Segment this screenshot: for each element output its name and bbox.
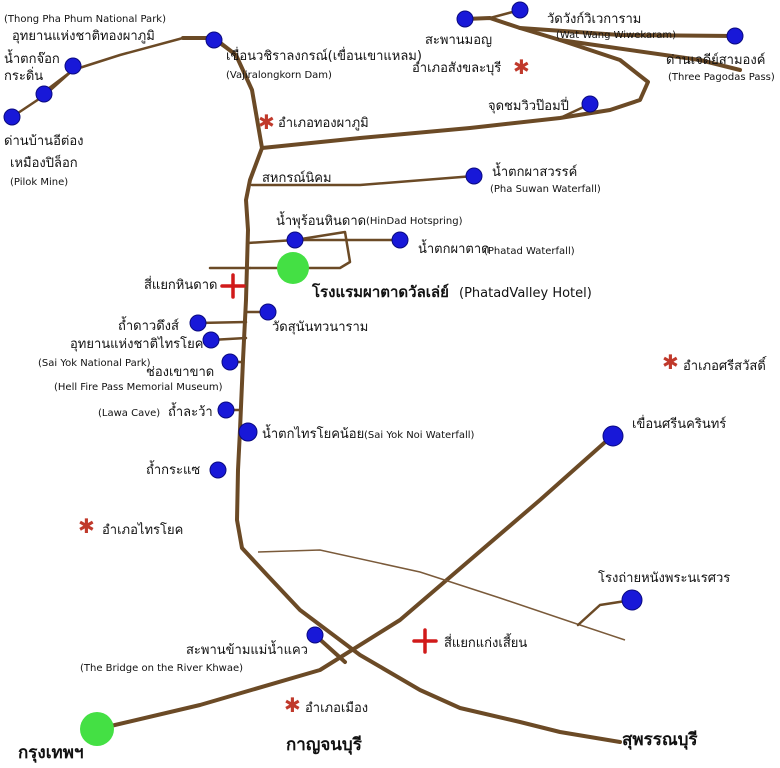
- label-lawa-th: ถ้ำละว้า: [168, 402, 213, 420]
- label-hotel-th: โรงแรมผาตาดวัลเล่ย์: [311, 282, 449, 301]
- label-wat-sunan: วัดสุนันทวนาราม: [272, 320, 368, 335]
- label-sahakon-nikhom: สหกรณ์นิคม: [262, 170, 332, 186]
- label-hotel-en: (PhatadValley Hotel): [459, 286, 592, 301]
- label-krasae-cave: ถ้ำกระแซ: [146, 460, 200, 478]
- label-pilok-2: เหมืองปิล็อก: [10, 153, 78, 171]
- label-pilok-1: ด่านบ้านอีต่อง: [4, 133, 83, 149]
- wat-wang-marker[interactable]: [511, 1, 529, 19]
- label-wat-wang-th: วัดวังก์วิเวการาม: [547, 11, 641, 27]
- label-mon-bridge: สะพานมอญ: [425, 33, 492, 48]
- label-kaeng-sian-junction: สี่แยกแก่งเสี้ยน: [444, 633, 527, 651]
- label-hindad-th: น้ำพุร้อนหินดาด: [276, 211, 366, 229]
- mon-bridge-marker[interactable]: [456, 10, 474, 28]
- label-jok-kradin-1: น้ำตกจ๊อก: [4, 49, 60, 67]
- label-viewpoint: จุดชมวิวป๊อมปี่: [488, 97, 569, 114]
- thong-pha-phum-star-icon: ✱: [258, 110, 275, 134]
- label-hindad-en: (HinDad Hotspring): [366, 216, 463, 227]
- bridge-marker[interactable]: [306, 626, 324, 644]
- road-pha-suwan: [250, 174, 476, 187]
- label-sai-yok-noi-en: (Sai Yok Noi Waterfall): [364, 430, 475, 441]
- label-hellfire-en: (Hell Fire Pass Memorial Museum): [54, 382, 223, 393]
- label-naresuan-studio: โรงถ่ายหนังพระนเรศวร: [598, 570, 730, 586]
- label-bridge-en: (The Bridge on the River Khwae): [80, 663, 243, 674]
- label-srinagarind: เขื่อนศรีนครินทร์: [632, 415, 726, 432]
- three-pagodas-marker[interactable]: [726, 27, 744, 45]
- label-sai-yok-np-th: อุทยานแห่งชาติไทรโยค: [70, 336, 203, 352]
- sai-yok-np-marker[interactable]: [202, 331, 220, 349]
- road-hindad: [246, 238, 402, 245]
- road-sangkhla: [260, 16, 650, 150]
- map-labels: (Thong Pha Phum National Park) อุทยานแห่…: [4, 11, 775, 763]
- label-sai-yok-district: อำเภอไทรโยค: [102, 522, 183, 538]
- label-pilok-en: (Pilok Mine): [10, 177, 68, 188]
- label-sai-yok-np-en: (Sai Yok National Park): [38, 358, 151, 369]
- phatad-valley-hotel-marker[interactable]: [277, 252, 309, 284]
- label-vajiralongkorn-en: (Vajiralongkorn Dam): [226, 70, 332, 81]
- bangkok-marker[interactable]: [80, 712, 114, 746]
- wat-sunan-marker[interactable]: [259, 303, 277, 321]
- krasae-marker[interactable]: [209, 461, 227, 479]
- main-highway: [181, 36, 622, 744]
- poi-markers: [3, 1, 744, 644]
- label-lawa-en: (Lawa Cave): [98, 408, 160, 419]
- label-pha-suwan-en: (Pha Suwan Waterfall): [490, 184, 601, 195]
- label-three-pagodas-en: (Three Pagodas Pass): [668, 72, 775, 83]
- road-naresuan: [576, 598, 634, 627]
- label-thong-pha-phum-district: อำเภอทองผาภูมิ: [278, 116, 369, 131]
- road-bangkok-srinagarind: [96, 434, 614, 731]
- srinagarind-marker[interactable]: [602, 425, 624, 447]
- label-hin-dat-junction: สี่แยกหินดาด: [144, 276, 218, 293]
- si-sawat-star-icon: ✱: [662, 350, 679, 374]
- label-phatad-waterfall-en: (Phatad Waterfall): [484, 246, 575, 257]
- lawa-marker[interactable]: [217, 401, 235, 419]
- label-jok-kradin-2: กระดิ่น: [4, 67, 43, 84]
- vajiralongkorn-marker[interactable]: [205, 31, 223, 49]
- pilok-marker[interactable]: [3, 108, 21, 126]
- label-hellfire-th: ช่องเขาขาด: [146, 365, 214, 380]
- label-vajiralongkorn-th: เขื่อนวชิราลงกรณ์(เขื่อนเขาแหลม): [226, 47, 422, 64]
- label-pha-suwan-th: น้ำตกผาสวรรค์: [492, 162, 577, 180]
- label-thong-pha-phum-th: อุทยานแห่งชาติทองผาภูมิ: [12, 29, 155, 44]
- label-sai-yok-noi-th: น้ำตกไทรโยคน้อย: [262, 424, 364, 442]
- phatad-waterfall-marker[interactable]: [391, 231, 409, 249]
- label-si-sawat-district: อำเภอศรีสวัสดิ์: [683, 356, 768, 374]
- label-three-pagodas-th: ด่านเจดีย์สามองค์: [666, 52, 765, 68]
- road-network: [10, 8, 742, 744]
- label-dao-dueng-cave: ถ้ำดาวดึงส์: [118, 316, 179, 334]
- kaeng-sian-junction-cross: [412, 628, 438, 654]
- jok-kradin-marker-2[interactable]: [35, 85, 53, 103]
- jok-kradin-marker[interactable]: [64, 57, 82, 75]
- label-mueang-district: อำเภอเมือง: [305, 700, 368, 716]
- label-wat-wang-en: (Wat Wang Wiwekaram): [556, 30, 676, 41]
- hin-dat-junction-cross: [220, 273, 246, 299]
- sai-yok-star-icon: ✱: [78, 514, 95, 538]
- label-bridge-th: สะพานข้ามแม่น้ำแคว: [186, 640, 308, 658]
- hindad-marker[interactable]: [286, 231, 304, 249]
- label-kanchanaburi: กาญจนบุรี: [286, 734, 363, 755]
- label-bangkok: กรุงเทพฯ: [18, 743, 84, 763]
- hellfire-marker[interactable]: [221, 353, 239, 371]
- label-suphanburi: สุพรรณบุรี: [622, 729, 698, 750]
- sai-yok-noi-marker[interactable]: [238, 422, 258, 442]
- road-three-pagodas: [518, 26, 737, 38]
- road-hindad-loop: [248, 230, 352, 270]
- label-sangkhla-district: อำเภอสังขละบุรี: [412, 60, 501, 76]
- sangkhla-star-icon: ✱: [513, 55, 530, 79]
- pha-suwan-marker[interactable]: [465, 167, 483, 185]
- dao-dueng-marker[interactable]: [189, 314, 207, 332]
- mueang-star-icon: ✱: [284, 693, 301, 717]
- naresuan-studio-marker[interactable]: [621, 589, 643, 611]
- label-phatad-waterfall-th: น้ำตกผาตาด: [418, 239, 490, 257]
- road-kaeng-sian: [257, 549, 626, 641]
- viewpoint-marker[interactable]: [581, 95, 599, 113]
- label-thong-pha-phum-en: (Thong Pha Phum National Park): [4, 14, 166, 25]
- road-pagodas-east: [558, 38, 742, 72]
